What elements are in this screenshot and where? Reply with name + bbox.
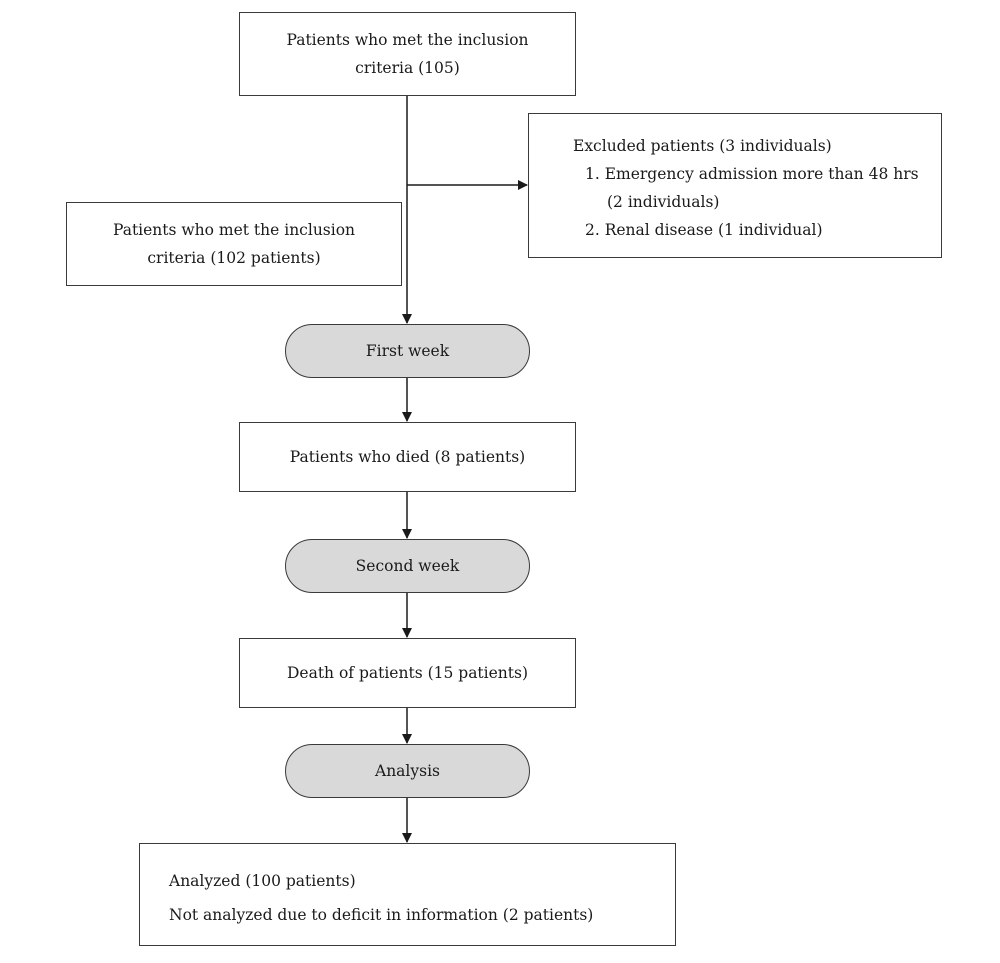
inclusion-criteria-line1: Patients who met the inclusion bbox=[286, 31, 529, 49]
excluded-item-emergency: 1. Emergency admission more than 48 hrs bbox=[585, 165, 919, 183]
excluded-item-emergency-count: (2 individuals) bbox=[607, 193, 720, 211]
second-week-label: Second week bbox=[355, 557, 460, 575]
included-patients-line1: Patients who met the inclusion bbox=[112, 221, 356, 239]
excluded-patients-box: Excluded patients (3 individuals) 1. Eme… bbox=[528, 113, 942, 258]
analyzed-box: Analyzed (100 patients) Not analyzed due… bbox=[139, 843, 676, 946]
not-analyzed-count: Not analyzed due to deficit in informati… bbox=[169, 906, 594, 924]
inclusion-criteria-box: Patients who met the inclusion criteria … bbox=[239, 12, 576, 96]
included-patients-box: Patients who met the inclusion criteria … bbox=[66, 202, 402, 286]
excluded-item-renal: 2. Renal disease (1 individual) bbox=[585, 221, 823, 239]
first-week-deaths-box: Patients who died (8 patients) bbox=[239, 422, 576, 492]
second-week-deaths-box: Death of patients (15 patients) bbox=[239, 638, 576, 708]
included-patients-line2: criteria (102 patients) bbox=[147, 249, 321, 267]
first-week-deaths-label: Patients who died (8 patients) bbox=[289, 448, 526, 466]
first-week-label: First week bbox=[365, 342, 450, 360]
analysis-label: Analysis bbox=[375, 762, 440, 780]
inclusion-criteria-line2: criteria (105) bbox=[355, 59, 460, 77]
second-week-stage: Second week bbox=[285, 539, 530, 593]
analyzed-count: Analyzed (100 patients) bbox=[169, 872, 356, 890]
analysis-stage: Analysis bbox=[285, 744, 530, 798]
first-week-stage: First week bbox=[285, 324, 530, 378]
second-week-deaths-label: Death of patients (15 patients) bbox=[286, 664, 529, 682]
excluded-patients-title: Excluded patients (3 individuals) bbox=[573, 137, 832, 155]
